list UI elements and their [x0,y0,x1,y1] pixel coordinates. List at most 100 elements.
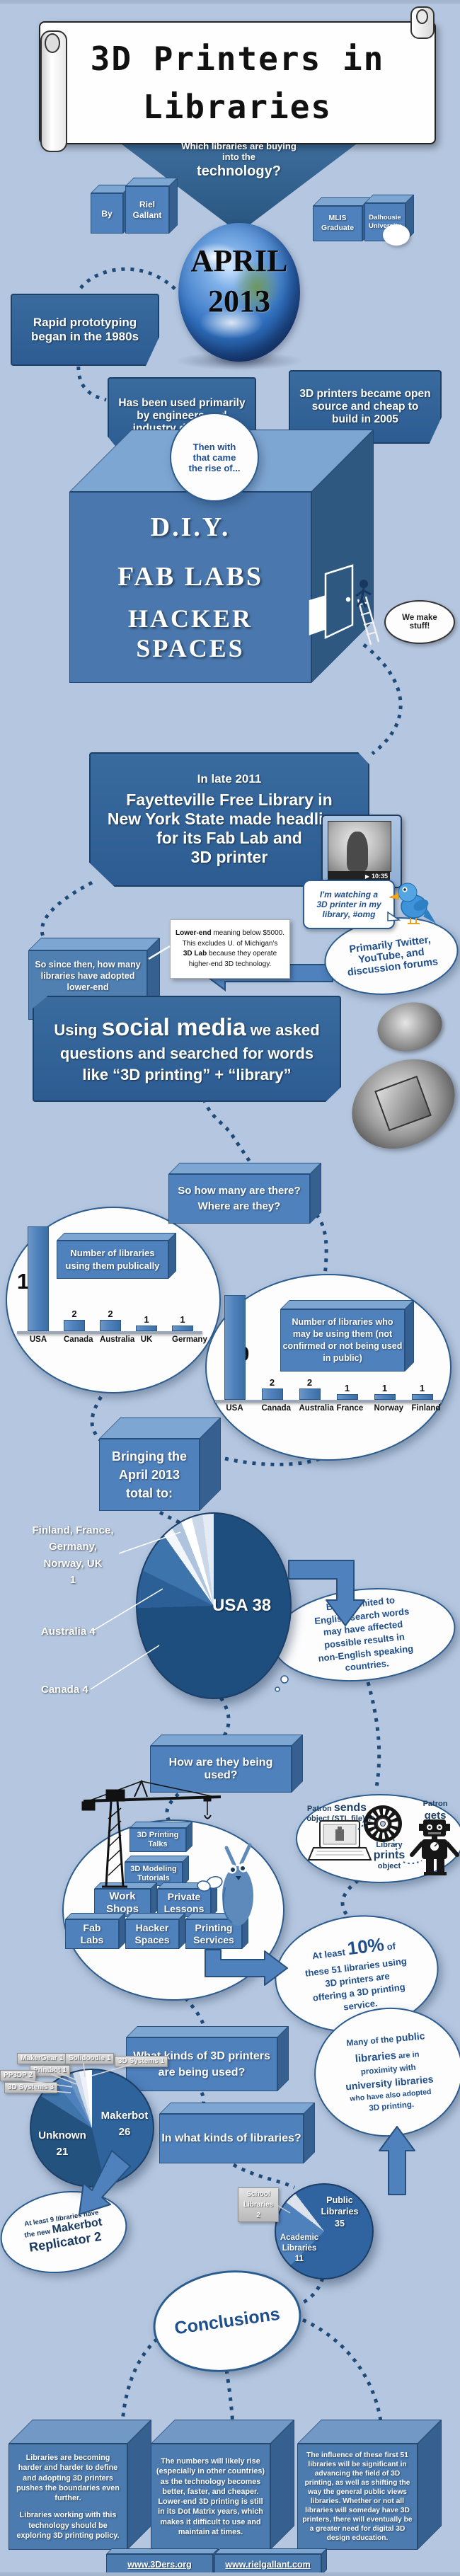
bar-value: 1 [419,1383,425,1393]
tag-school-libraries: School Libraries 2 [238,2187,279,2222]
printers-question-line2: are being used? [158,2066,246,2078]
history-box-1980s-text: Rapid prototyping began in the 1980s [30,316,139,343]
libkinds-question-side [304,2103,315,2163]
we-make-stuff-bubble: We make stuff! [384,600,455,644]
private-line2: Lessons [163,1903,205,1914]
bar-value: 1 [381,1383,388,1393]
unknown-count: 21 [56,2145,69,2158]
bar-column-canada: 2 [261,1377,283,1400]
talks-line1: 3D Printing [137,1830,179,1839]
block-private-top [157,1882,217,1889]
page-title-line2: Libraries [142,88,333,126]
block-fab-side [119,1913,125,1949]
bar-column-uk: 1 [136,1314,157,1331]
uni-line1a: Many of the [346,2034,396,2049]
library-prints-label: Library prints object [371,1841,408,1870]
send-bold: sends [333,1802,367,1814]
since-box-top [28,938,160,950]
history-box-1980s: Rapid prototyping began in the 1980s [11,294,159,366]
bar-category-norway: Norway [374,1404,404,1413]
footer-link-rielgallant[interactable]: www.rielgallant.com [225,2560,311,2570]
total-pie-canada-label: Canada 4 [41,1684,88,1696]
block-printing-side [242,1913,248,1949]
footer-link-3ders[interactable]: www.3Ders.org [127,2560,192,2570]
bar-category-france: France [336,1404,364,1413]
block-workshops-top [94,1882,157,1889]
decorative-oval [383,224,410,246]
date-overlay: APRIL 2013 [178,243,300,319]
rise-line1: Then with [192,441,236,452]
fayetteville-line3: New York State made headlines [107,810,352,828]
bar-value: 2 [71,1309,77,1320]
bar-germany [172,1326,193,1331]
conclusion-box-1-side [127,2420,151,2550]
prints-line3: object [377,1861,401,1870]
school-line2: Libraries [243,2201,274,2209]
bar-column-australia: 2 [299,1377,321,1400]
printers-question-box: What kinds of 3D printers are being used… [126,2026,289,2091]
chart-publically-title-box: Number of libraries using them publicall… [57,1233,176,1279]
globe-continent [234,260,280,315]
lowerend-note: Lower-end meaning below $5000. This excl… [170,919,290,979]
since-line2: libraries have adopted [40,971,135,982]
bar-usa [28,1226,49,1331]
libkinds-question-text: In what kinds of libraries? [161,2132,301,2144]
gets-bold: gets [424,1810,447,1822]
question-text: Which libraries are buying into the tech… [124,141,354,180]
stat-post: of [384,1940,396,1953]
bubble-line1: We make [402,614,437,622]
conclusion-1-para2: Libraries working with this technology s… [16,2511,120,2540]
dalhousie-line2: University [369,222,401,230]
uni-line1b: public [395,2030,426,2045]
small-countries-line2: Germany, [48,1541,98,1553]
globe-cloud [191,243,241,271]
author-cube-side [169,178,178,234]
method-line1: Using social media we asked [54,1014,319,1042]
printer-photo-2 [336,1042,460,1166]
footer-right-side [321,2548,327,2572]
block-hac-side [179,1913,185,1949]
total-pie-small-label: Finland, France, Germany, Norway, UK 1 [28,1522,117,1588]
chart-maybe-circle: Number of libraries who may be using the… [205,1274,452,1461]
printer-photo-2-detail [374,1075,432,1132]
printers-question-side [277,2026,289,2091]
play-icon[interactable]: ▶ [364,873,369,880]
mlis-line1: MLIS [328,214,347,223]
chart2-title-line2: may be using them (not [292,1329,393,1340]
bar-category-finland: Finland [411,1404,441,1413]
title-banner: 3D Printers in Libraries [39,21,436,144]
bar-value: 2 [269,1377,275,1388]
fayetteville-line2: Fayetteville Free Library in [126,790,333,809]
bar-canada [64,1320,85,1331]
video-controls-bar[interactable]: ▶ 10:35 [328,871,390,881]
workshops-line2: Shops [106,1903,139,1915]
hackerspaces-label-1: HACKER [127,604,253,633]
public-libraries-label: Public Libraries 35 [316,2195,364,2229]
tweet-line1: I'm watching a [319,890,379,899]
footer-left-top [106,2548,219,2554]
author-cube: Riel Gallant [125,178,178,234]
bar-category-germany: Germany [172,1335,207,1344]
note-bold1: Lower-end [176,929,212,937]
by-label: By [101,208,113,219]
bar-column-usa [28,1226,49,1331]
printers-question-top [126,2026,289,2037]
printers-pie-unknown-label: Unknown 21 [37,2128,88,2160]
bar-uk [136,1326,157,1331]
note-rest3: because they operate [207,950,277,958]
chart2-title-line1: Number of libraries who [292,1317,393,1328]
fayetteville-line5: 3D printer [190,848,268,866]
bar-column-france: 1 [336,1383,358,1400]
tag-solidoodle: Solidoodle 1 [65,2053,115,2064]
question-line2: into the [222,151,255,162]
author-name: Riel Gallant [132,199,162,220]
rise-circle: Then with that came the rise of... [170,413,259,502]
chart1-baseline [17,1331,202,1334]
mlis-cube-top [313,197,371,206]
scroll-curl-right-top [416,9,428,24]
dalhousie-line1: Dalhousie [369,213,401,222]
fab-line2: Labs [80,1934,104,1945]
block-talks-top [130,1822,192,1828]
